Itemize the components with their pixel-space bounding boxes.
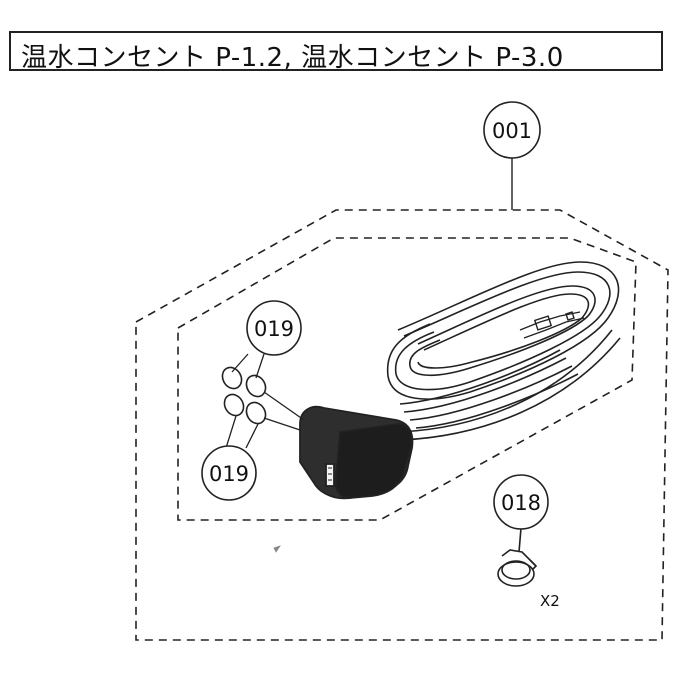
- callout-019-top-label: 019: [254, 317, 294, 341]
- callout-001-label: 001: [492, 119, 532, 143]
- stray-mark: [273, 545, 281, 553]
- hose-clamp-018: [497, 527, 538, 587]
- callout-001-circle: [483, 101, 541, 159]
- callout-018-label: 018: [501, 491, 541, 515]
- outer-assembly-boundary: [135, 209, 669, 641]
- heater-connector-box: [299, 405, 414, 500]
- hose-terminal: [519, 311, 585, 339]
- callout-019-bottom-label: 019: [209, 462, 249, 486]
- callout-018-circle: [493, 474, 549, 530]
- callout-019-bottom-circle: [201, 445, 257, 501]
- heater-hose-coil: [386, 261, 621, 441]
- o-ring-leader-lines: [225, 353, 305, 449]
- diagram-title-box: 温水コンセント P-1.2, 温水コンセント P-3.0: [9, 31, 663, 73]
- callout-019-top-circle: [246, 300, 302, 356]
- diagram-title: 温水コンセント P-1.2, 温水コンセント P-3.0: [21, 43, 564, 73]
- clamp-quantity-label: X2: [540, 592, 560, 610]
- o-ring-set-019: [221, 366, 267, 425]
